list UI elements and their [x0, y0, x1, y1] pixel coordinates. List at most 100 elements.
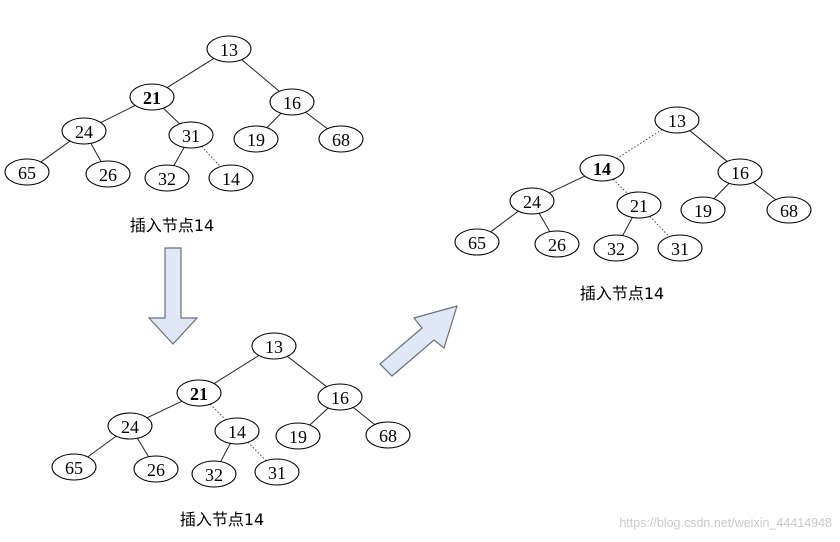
up-right-arrow-icon [379, 305, 458, 377]
node-ellipse [214, 417, 260, 445]
node-label: 21 [190, 384, 208, 404]
node-ellipse [254, 458, 300, 486]
node-label: 19 [694, 201, 712, 221]
tree-edge [201, 146, 221, 167]
tree-node: 13 [206, 35, 252, 63]
node-label: 13 [265, 337, 283, 357]
tree-node: 68 [766, 196, 812, 224]
tree-node: 13 [251, 332, 297, 360]
tree-edge [612, 178, 629, 195]
node-ellipse [654, 106, 700, 134]
tree-node: 16 [717, 158, 763, 186]
tree-edge [490, 210, 519, 233]
tree-node: 14 [579, 154, 625, 182]
heap-tree-2: 13 21 16 24 14 19 68 65 26 32 31 插入节点14 [51, 332, 411, 529]
tree-node: 26 [133, 455, 179, 483]
node-ellipse [168, 121, 214, 149]
node-ellipse [51, 453, 97, 481]
node-label: 68 [379, 426, 397, 446]
tree-edge [753, 181, 776, 201]
node-ellipse [269, 88, 315, 116]
node-label: 14 [222, 169, 240, 189]
node-ellipse [717, 158, 763, 186]
tree-caption: 插入节点14 [130, 216, 214, 235]
node-ellipse [534, 230, 580, 258]
watermark-text: https://blog.csdn.net/weixin_44414948 [619, 516, 832, 530]
tree-node: 31 [657, 234, 703, 262]
node-ellipse [133, 455, 179, 483]
node-label: 16 [283, 93, 301, 113]
node-label: 65 [65, 458, 83, 478]
tree-node: 32 [593, 234, 639, 262]
node-ellipse [144, 164, 190, 192]
tree-edge [309, 407, 329, 426]
node-label: 14 [228, 422, 246, 442]
tree-edge [713, 182, 730, 200]
node-label: 31 [268, 463, 286, 483]
node-ellipse [4, 158, 50, 186]
node-ellipse [233, 125, 279, 153]
tree-edge [622, 217, 633, 236]
tree-node: 19 [233, 125, 279, 153]
tree-node: 65 [454, 228, 500, 256]
tree-edge [100, 104, 136, 124]
node-label: 32 [158, 169, 176, 189]
node-label: 68 [780, 201, 798, 221]
tree-edge [548, 175, 586, 194]
tree-node: 24 [107, 412, 153, 440]
tree-node: 68 [318, 125, 364, 153]
tree-node: 21 [129, 83, 175, 111]
node-ellipse [275, 422, 321, 450]
tree-edge [247, 441, 267, 462]
node-label: 65 [468, 233, 486, 253]
tree-edge [689, 130, 728, 162]
node-ellipse [317, 383, 363, 411]
node-label: 68 [332, 130, 350, 150]
tree-edge [538, 213, 551, 232]
node-label: 16 [731, 163, 749, 183]
tree-edge [209, 403, 227, 421]
tree-node: 14 [208, 164, 254, 192]
tree-node: 21 [616, 191, 662, 219]
node-ellipse [251, 332, 297, 360]
node-label: 21 [143, 88, 161, 108]
tree-node: 24 [509, 187, 555, 215]
tree-edge [287, 355, 327, 388]
node-ellipse [129, 83, 175, 111]
tree-node: 31 [254, 458, 300, 486]
node-ellipse [176, 379, 222, 407]
node-label: 65 [18, 163, 36, 183]
node-ellipse [107, 412, 153, 440]
tree-edge [163, 107, 180, 125]
node-label: 19 [289, 427, 307, 447]
node-label: 16 [331, 388, 349, 408]
node-ellipse [579, 154, 625, 182]
node-label: 24 [75, 122, 93, 142]
node-label: 13 [220, 40, 238, 60]
node-ellipse [61, 117, 107, 145]
tree-node: 16 [317, 383, 363, 411]
node-label: 19 [247, 130, 265, 150]
tree-node: 24 [61, 117, 107, 145]
down-arrow-icon [147, 247, 199, 345]
tree-edge [220, 443, 231, 462]
tree-node: 31 [168, 121, 214, 149]
node-label: 26 [548, 235, 566, 255]
node-ellipse [454, 228, 500, 256]
tree-node: 65 [51, 453, 97, 481]
node-ellipse [318, 125, 364, 153]
node-ellipse [593, 234, 639, 262]
node-ellipse [766, 196, 812, 224]
tree-node: 32 [191, 460, 237, 488]
node-label: 13 [668, 111, 686, 131]
tree-node: 32 [144, 164, 190, 192]
tree-edge [90, 143, 102, 162]
tree-caption: 插入节点14 [180, 510, 264, 529]
node-ellipse [208, 164, 254, 192]
tree-edge [40, 140, 71, 163]
node-label: 31 [182, 126, 200, 146]
